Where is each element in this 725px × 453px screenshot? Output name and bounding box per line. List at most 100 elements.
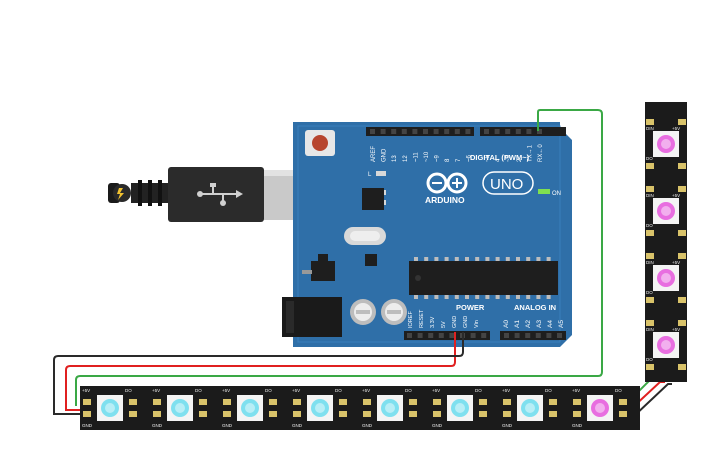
led-lens (657, 336, 675, 354)
pin-hole[interactable] (444, 129, 450, 134)
strip-ground-link[interactable] (631, 383, 672, 419)
pixel-pin-label: +5V (292, 388, 300, 393)
pin-hole[interactable] (505, 129, 511, 134)
solder-pad (293, 411, 301, 417)
pin-hole[interactable] (526, 129, 532, 134)
solder-pad (646, 119, 654, 125)
digital-pin-label: 8 (445, 158, 451, 162)
led-lens (591, 399, 609, 417)
digital-header-left[interactable] (366, 127, 474, 136)
pin-hole[interactable] (428, 333, 434, 338)
power-label: POWER (456, 303, 485, 312)
neopixel-strip-horizontal[interactable]: +5VGNDDO+5VGNDDO+5VGNDDO+5VGNDDO+5VGNDDO… (80, 386, 640, 430)
pin-hole[interactable] (465, 129, 471, 134)
model-text: UNO (490, 176, 523, 193)
pin-hole[interactable] (504, 333, 509, 338)
analog-header[interactable] (500, 331, 566, 340)
solder-pad (293, 399, 301, 405)
pin-hole[interactable] (412, 129, 418, 134)
pin-hole[interactable] (535, 333, 541, 338)
digital-pin-label: TX→1 (527, 144, 533, 162)
solder-pad (409, 411, 417, 417)
pin-hole[interactable] (454, 129, 460, 134)
pin-hole[interactable] (557, 333, 562, 338)
pin-hole[interactable] (417, 333, 423, 338)
solder-pad (83, 399, 91, 405)
pin-hole[interactable] (537, 129, 542, 134)
pin-hole[interactable] (514, 333, 520, 338)
led-lens (381, 399, 399, 417)
solder-pad (339, 411, 347, 417)
wires[interactable] (53, 109, 672, 419)
pin-hole[interactable] (449, 333, 455, 338)
solder-pad (646, 297, 654, 303)
pin-hole[interactable] (484, 129, 489, 134)
solder-pad (646, 163, 654, 169)
pin-hole[interactable] (546, 333, 552, 338)
digital-pin-label: ~10 (424, 151, 430, 162)
pin-hole[interactable] (370, 129, 375, 134)
pin-hole[interactable] (380, 129, 386, 134)
digital-header-right[interactable] (480, 127, 566, 136)
pin-hole[interactable] (391, 129, 397, 134)
digital-pin-label: ~3 (506, 154, 512, 162)
pin-hole[interactable] (494, 129, 500, 134)
solder-pad (433, 399, 441, 405)
pin-hole[interactable] (438, 333, 444, 338)
pixel-pin-label: +5V (672, 260, 680, 265)
pixel-pin-label: GND (152, 423, 163, 428)
power-wire-5v[interactable] (65, 332, 456, 411)
pixel-pin-label: GND (82, 423, 93, 428)
pixel-pin-label: +5V (222, 388, 230, 393)
digital-pin-label: 4 (496, 158, 502, 162)
solder-pad (549, 399, 557, 405)
solder-pad (646, 320, 654, 326)
power-pin-label: GND (452, 316, 458, 328)
pin-hole[interactable] (515, 129, 521, 134)
digital-pin-label: ~11 (413, 152, 419, 162)
pin-hole[interactable] (481, 333, 487, 338)
led-lens (311, 399, 329, 417)
analog-pin-label: A2 (525, 320, 532, 328)
power-header[interactable] (404, 331, 490, 340)
solder-pad (678, 364, 686, 370)
solder-pad (269, 411, 277, 417)
solder-pad (479, 399, 487, 405)
pin-hole[interactable] (433, 129, 439, 134)
power-pin-label: RESET (419, 309, 425, 328)
data-wire[interactable] (75, 109, 603, 406)
solder-pad (573, 411, 581, 417)
solder-pad (223, 411, 231, 417)
pin-hole[interactable] (401, 129, 407, 134)
led-lens (657, 135, 675, 153)
pixel-pin-label: DO (475, 388, 482, 393)
led-lens (171, 399, 189, 417)
ground-wire[interactable] (53, 332, 464, 415)
digital-pin-label: AREF (371, 146, 377, 162)
pixel-pin-label: +5V (152, 388, 160, 393)
pixel-pin-label: +5V (572, 388, 580, 393)
pin-hole[interactable] (423, 129, 428, 134)
pixel-pin-label: GND (292, 423, 303, 428)
pin-hole[interactable] (470, 333, 476, 338)
pin-hole[interactable] (525, 333, 531, 338)
analog-pin-label: A1 (514, 320, 521, 328)
pin-hole[interactable] (407, 333, 412, 338)
usb-chip (362, 188, 384, 210)
brand-text: ARDUINO (425, 195, 465, 205)
